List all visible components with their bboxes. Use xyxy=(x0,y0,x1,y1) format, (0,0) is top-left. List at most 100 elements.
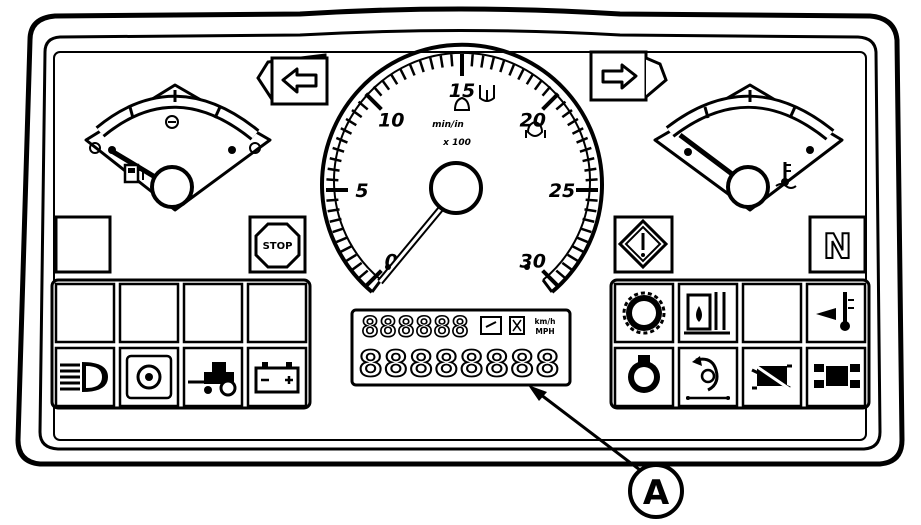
tachometer-tick xyxy=(399,68,407,81)
tachometer-hub xyxy=(429,161,483,215)
tachometer-tick xyxy=(327,167,340,172)
tachometer-unit-line2: x 100 xyxy=(442,138,471,148)
tachometer-tick xyxy=(389,73,399,85)
tachometer-tick xyxy=(429,57,435,70)
tachometer-tick xyxy=(579,227,592,234)
tachometer-tick xyxy=(418,60,425,73)
transmission-icon xyxy=(125,354,173,400)
tachometer-tick-label: 30 xyxy=(519,251,545,273)
tachometer-tick-label: 25 xyxy=(549,180,575,202)
turn-left-indicator xyxy=(256,53,329,106)
air-filter-icon xyxy=(622,291,666,335)
tachometer-tick xyxy=(329,217,342,223)
tachometer-tick-label: 5 xyxy=(355,180,368,202)
tachometer-tick xyxy=(489,57,495,70)
tachometer-tick xyxy=(576,236,589,244)
tachometer-tick xyxy=(364,92,383,111)
tachometer-tick xyxy=(585,178,598,182)
tachometer-tick xyxy=(332,146,345,153)
tachometer-tick xyxy=(517,68,525,81)
tachometer-tick xyxy=(567,253,579,263)
tachometer-tick-label: 15 xyxy=(449,80,475,102)
tachometer-tick xyxy=(541,92,560,111)
tachometer-tick xyxy=(345,253,357,263)
tachometer-tick xyxy=(499,60,506,73)
coolant-temperature-icon xyxy=(775,162,797,189)
tachometer-tick xyxy=(470,54,474,67)
tachometer-ticks xyxy=(326,54,598,288)
turn-left-arrow-icon xyxy=(281,67,318,94)
tachometer-tick xyxy=(561,109,573,119)
tachometer-tick xyxy=(326,198,339,202)
tachometer-tick xyxy=(408,63,416,76)
cluster-housing-inner xyxy=(38,29,882,451)
tachometer-tick xyxy=(357,269,369,280)
tachometer-tick xyxy=(335,236,348,244)
tachometer-tick xyxy=(584,208,597,213)
tachometer-tick xyxy=(579,146,592,153)
turn-right-arrow-icon xyxy=(601,63,638,90)
tachometer-unit-line1: min/in xyxy=(432,120,464,130)
tachometer-tick xyxy=(351,261,363,271)
callout-a: A xyxy=(528,385,684,519)
engine-oil-pressure-icon xyxy=(453,96,471,111)
stop-sign-icon xyxy=(254,222,301,269)
tachometer-tick xyxy=(329,157,342,163)
preheat-icon xyxy=(479,85,495,102)
headlight-icon xyxy=(60,362,108,392)
lcd-hourglass-icon xyxy=(509,316,525,335)
lcd-top-digits: 888888 xyxy=(361,310,469,343)
indicator-slot-empty-2 xyxy=(54,282,116,344)
indicator-slot-empty-1 xyxy=(54,215,112,274)
callout-label: A xyxy=(643,473,670,513)
tachometer-tick xyxy=(480,55,485,68)
lcd-unit-rpm: MPH xyxy=(535,327,554,336)
tachometer-tick xyxy=(582,217,595,223)
tachometer-tick xyxy=(508,63,516,76)
indicator-slot-empty-5 xyxy=(246,282,308,344)
tractor-tow-icon xyxy=(188,362,237,397)
tachometer-tick xyxy=(326,178,339,182)
lcd-gauge-icon xyxy=(480,316,502,335)
tachometer-tick xyxy=(450,54,454,67)
tachometer-tick xyxy=(351,109,363,119)
stop-label: STOP xyxy=(263,241,293,252)
left-indicator-bank xyxy=(50,278,312,410)
tachometer-tick xyxy=(567,117,579,127)
tachometer-tick xyxy=(357,100,369,111)
tachometer-tick xyxy=(541,85,552,97)
four-wheel-drive-icon xyxy=(814,364,860,388)
right-indicator-bank xyxy=(609,278,871,410)
tachometer-tick xyxy=(327,208,340,213)
tachometer-tick xyxy=(332,227,345,234)
fuel-gauge xyxy=(84,83,272,212)
empty-marker-icon xyxy=(165,115,179,129)
tachometer-tick xyxy=(555,269,567,280)
tachometer-tick xyxy=(561,261,573,271)
glow-plug-icon xyxy=(525,120,546,138)
tachometer-tick xyxy=(584,167,597,172)
stop-indicator: STOP xyxy=(248,215,307,274)
tachometer-tick xyxy=(555,100,567,111)
neutral-label: N xyxy=(823,227,851,267)
lcd-unit-speed: km/h xyxy=(535,317,556,326)
tachometer-tick xyxy=(335,136,348,144)
coolant-temperature-gauge xyxy=(653,83,844,212)
tachometer-tick xyxy=(576,136,589,144)
hydraulic-oil-icon xyxy=(684,292,730,335)
indicator-slot-empty-4 xyxy=(182,282,244,344)
turn-right-indicator xyxy=(589,50,668,102)
master-warning-indicator xyxy=(613,215,674,274)
lcd-bottom-digits: 88888888 xyxy=(358,344,560,385)
neutral-indicator: N xyxy=(808,215,867,274)
differential-lock-off-icon xyxy=(749,360,795,394)
engine-oil-icon xyxy=(628,355,660,393)
battery-icon xyxy=(254,362,300,394)
cluster-housing-outer xyxy=(15,6,905,467)
tachometer-tick xyxy=(525,73,535,85)
tachometer-tick xyxy=(533,79,543,91)
tachometer-tick xyxy=(345,117,357,127)
tachometer-tick xyxy=(541,269,560,288)
